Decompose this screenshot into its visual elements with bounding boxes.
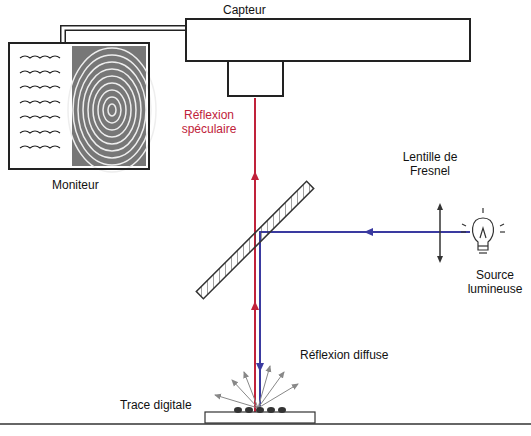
incident-beam (260, 232, 470, 410)
node-title: Capteur (223, 3, 266, 17)
part-label: Lentille de Fresnel (385, 150, 475, 179)
light-bulb (461, 208, 505, 253)
node-title: Moniteur (52, 178, 99, 192)
diffuse-rays (215, 366, 298, 408)
incident-arrow (368, 231, 380, 233)
specular-arrow (254, 175, 256, 190)
part-label: Source lumineuse (462, 268, 528, 297)
sensor-stem (228, 60, 283, 96)
fresnel-lens (439, 206, 441, 232)
glass-plate (205, 412, 315, 423)
specular-beam (254, 98, 256, 412)
part-label: Réflexion spéculaire (168, 108, 250, 137)
beam-splitter (196, 181, 313, 298)
cable (63, 28, 185, 42)
part-label: Trace digitale (120, 398, 220, 412)
part-label: Réflexion diffuse (300, 348, 430, 362)
fresnel-lens (439, 232, 441, 260)
sensor-box: Capteur (185, 18, 471, 62)
incident-arrow (259, 355, 261, 368)
monitor-box: Moniteur (8, 42, 150, 170)
specular-arrow (254, 305, 256, 320)
